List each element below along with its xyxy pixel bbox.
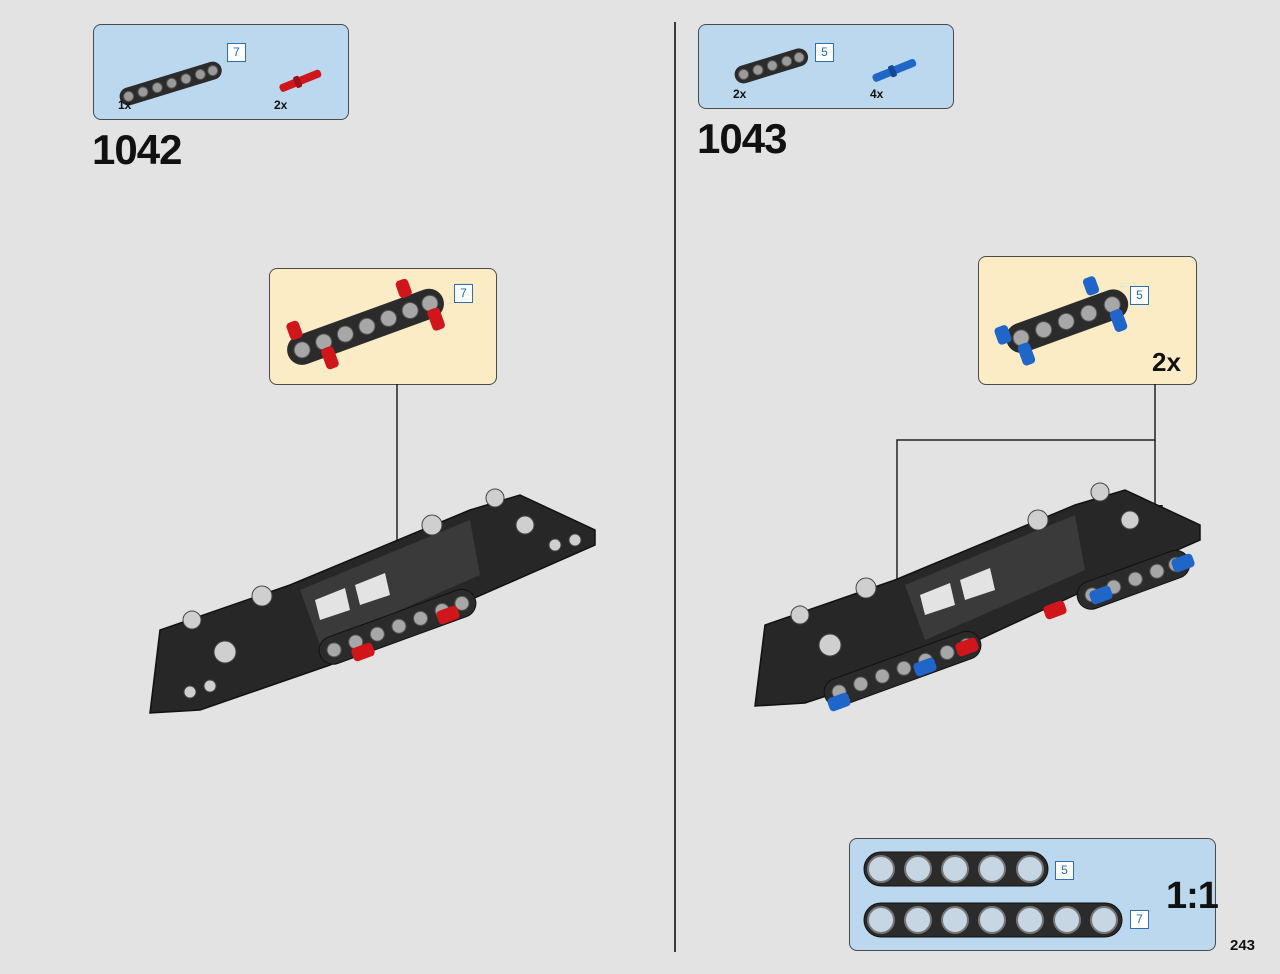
blue-axle-pin-icon <box>872 58 917 82</box>
page-divider <box>674 22 676 952</box>
part-length-badge: 7 <box>227 43 246 62</box>
scale-beam-5 <box>863 851 1049 887</box>
red-axle-pins-placed <box>351 605 460 662</box>
parts-list-graphics-1042 <box>119 61 322 106</box>
subassembly-length-badge: 7 <box>454 284 473 303</box>
black-frame-model <box>754 482 1201 707</box>
arrow-head-icon <box>389 570 405 600</box>
arrow-head-icon <box>1147 505 1163 535</box>
black-frame-model <box>149 488 596 714</box>
subassembly-multiplier: 2x <box>1152 347 1181 377</box>
step-number: 1042 <box>92 126 182 173</box>
scale-label: 1:1 <box>1166 875 1219 917</box>
part-quantity: 2x <box>274 98 288 112</box>
subassembly-length-badge: 5 <box>1130 286 1149 305</box>
subassembly-graphics-1042 <box>286 278 445 370</box>
red-axle-pins-existing <box>955 600 1067 657</box>
part-length-badge: 5 <box>815 43 834 62</box>
parts-list-panel-1043: 5 2x 4x <box>698 24 954 109</box>
page-number: 243 <box>1230 937 1256 954</box>
red-axle-pin-icon <box>279 69 322 92</box>
arrow-head-icon <box>889 605 905 635</box>
beam-with-pins-icon <box>286 278 445 370</box>
part-quantity: 2x <box>733 87 747 101</box>
blue-axle-pins-placed <box>827 553 1195 712</box>
scale-guide-panel: 5 7 1:1 <box>849 838 1219 951</box>
step-number: 1043 <box>697 115 787 162</box>
black-beam-7-placed <box>318 588 477 665</box>
scale-beam-7 <box>863 902 1123 938</box>
black-beam-5-placed <box>1076 549 1191 610</box>
part-quantity: 1x <box>118 98 132 112</box>
scale-length-badge: 5 <box>1055 861 1074 880</box>
black-beam-7-right <box>823 630 982 707</box>
parts-list-panel-1042: 7 1x 2x <box>93 24 349 120</box>
connector-line <box>896 384 1156 615</box>
part-quantity: 4x <box>870 87 884 101</box>
parts-list-graphics-1043 <box>734 48 917 84</box>
scale-guide-graphics <box>863 851 1123 938</box>
subassembly-callout-1043: 5 2x <box>978 256 1197 385</box>
beam-5-icon <box>734 48 809 84</box>
beam-with-blue-pins-icon <box>994 276 1129 366</box>
subassembly-graphics-1043 <box>994 276 1129 366</box>
scale-length-badge: 7 <box>1130 910 1149 929</box>
subassembly-callout-1042: 7 <box>269 268 497 385</box>
beam-7-icon <box>119 61 222 106</box>
